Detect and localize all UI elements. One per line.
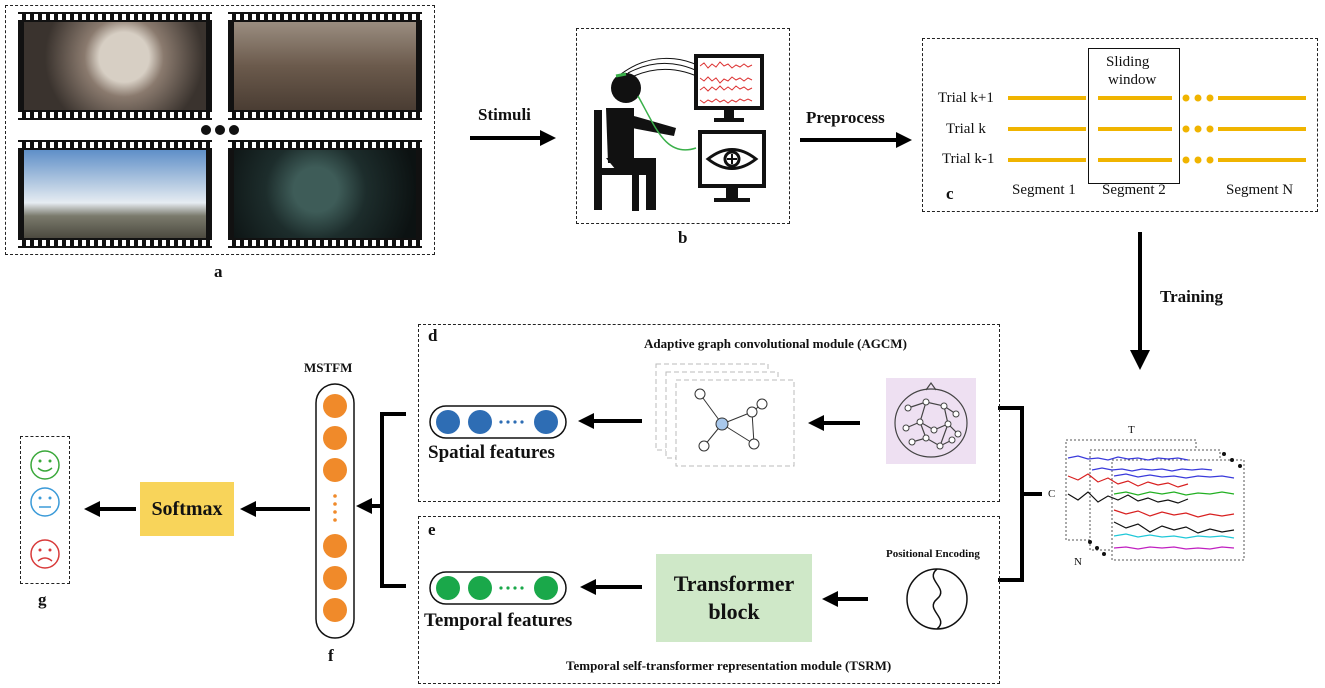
negative-face-icon	[30, 539, 60, 569]
arrow-encoding-to-transformer	[822, 591, 868, 607]
panel-label-e: e	[428, 520, 436, 539]
ellipsis-dots	[201, 125, 239, 135]
panel-label-b: b	[678, 228, 688, 247]
graph-convolution-icon	[655, 363, 795, 467]
film-frame-sky	[24, 150, 206, 238]
eeg-c-label: C	[1048, 488, 1056, 500]
trial-lines	[1008, 94, 1306, 164]
training-arrow	[1130, 232, 1150, 370]
softmax-block: Softmax	[140, 482, 234, 536]
stimuli-arrow	[470, 130, 556, 146]
segment-label-2: Segment 2	[1102, 182, 1166, 198]
brain-electrode-graph-icon	[894, 381, 968, 458]
transformer-block: Transformer block	[656, 554, 812, 642]
spatial-features-vector	[429, 405, 567, 439]
training-label: Training	[1160, 287, 1223, 306]
trial-label-k: Trial k	[946, 121, 986, 137]
segment-label-n: Segment N	[1226, 182, 1294, 198]
arrow-mstfm-to-softmax	[240, 501, 310, 517]
panel-label-g: g	[38, 590, 47, 609]
arrow-transformer-to-temporal	[580, 579, 642, 595]
sliding-window-label-line2: window	[1108, 72, 1157, 88]
stimuli-label: Stimuli	[478, 105, 531, 124]
preprocess-arrow	[800, 132, 912, 148]
panel-g-box	[20, 436, 70, 584]
film-frame-people	[234, 22, 416, 110]
arrow-graph-to-spatial	[578, 413, 642, 429]
arrow-brain-to-graph	[808, 415, 860, 431]
panel-e-box	[418, 516, 1000, 684]
film-frame-dark-scene	[234, 150, 416, 238]
film-strip-4	[228, 140, 422, 248]
arrow-softmax-to-emotions	[84, 501, 136, 517]
positional-encoding-label: Positional Encoding	[886, 548, 980, 560]
panel-label-c: c	[946, 184, 954, 203]
panel-a-box	[5, 5, 435, 255]
eeg-split-bracket	[998, 406, 1042, 582]
transformer-label-line2: block	[708, 599, 760, 624]
preprocess-label: Preprocess	[806, 108, 885, 127]
sliding-window-box	[1088, 48, 1180, 184]
tsrm-title: Temporal self-transformer representation…	[566, 658, 892, 673]
brain-connectivity-box	[886, 378, 976, 464]
panel-d-box	[418, 324, 1000, 502]
temporal-features-label: Temporal features	[424, 610, 573, 631]
film-strip-3	[18, 140, 212, 248]
eeg-multichannel-signals	[1065, 439, 1245, 561]
mstfm-label: MSTFM	[304, 360, 353, 375]
mstfm-feature-vector	[315, 383, 355, 639]
segment-label-1: Segment 1	[1012, 182, 1076, 198]
film-strip-2	[228, 12, 422, 120]
spatial-features-label: Spatial features	[428, 442, 555, 463]
panel-b-box	[576, 28, 790, 224]
fusion-bracket	[356, 412, 406, 588]
softmax-label: Softmax	[151, 497, 223, 520]
panel-label-f: f	[328, 646, 334, 665]
trial-label-k-minus-1: Trial k-1	[942, 151, 995, 167]
panel-label-a: a	[214, 262, 223, 281]
film-frame-child-hat	[24, 22, 206, 110]
film-strip-1	[18, 12, 212, 120]
temporal-features-vector	[429, 571, 567, 605]
agcm-title: Adaptive graph convolutional module (AGC…	[644, 336, 907, 351]
eeg-t-label: T	[1128, 424, 1135, 436]
panel-c-box	[922, 38, 1318, 212]
transformer-label-line1: Transformer	[673, 571, 795, 596]
positive-face-icon	[30, 450, 60, 480]
neutral-face-icon	[30, 487, 60, 517]
subject-with-eeg-and-eyetracker-icon	[594, 54, 766, 211]
trial-label-k-plus-1: Trial k+1	[938, 90, 994, 106]
positional-encoding-icon	[906, 568, 968, 630]
eeg-n-label: N	[1074, 556, 1082, 568]
sliding-window-label-line1: Sliding	[1106, 54, 1150, 70]
panel-label-d: d	[428, 326, 438, 345]
